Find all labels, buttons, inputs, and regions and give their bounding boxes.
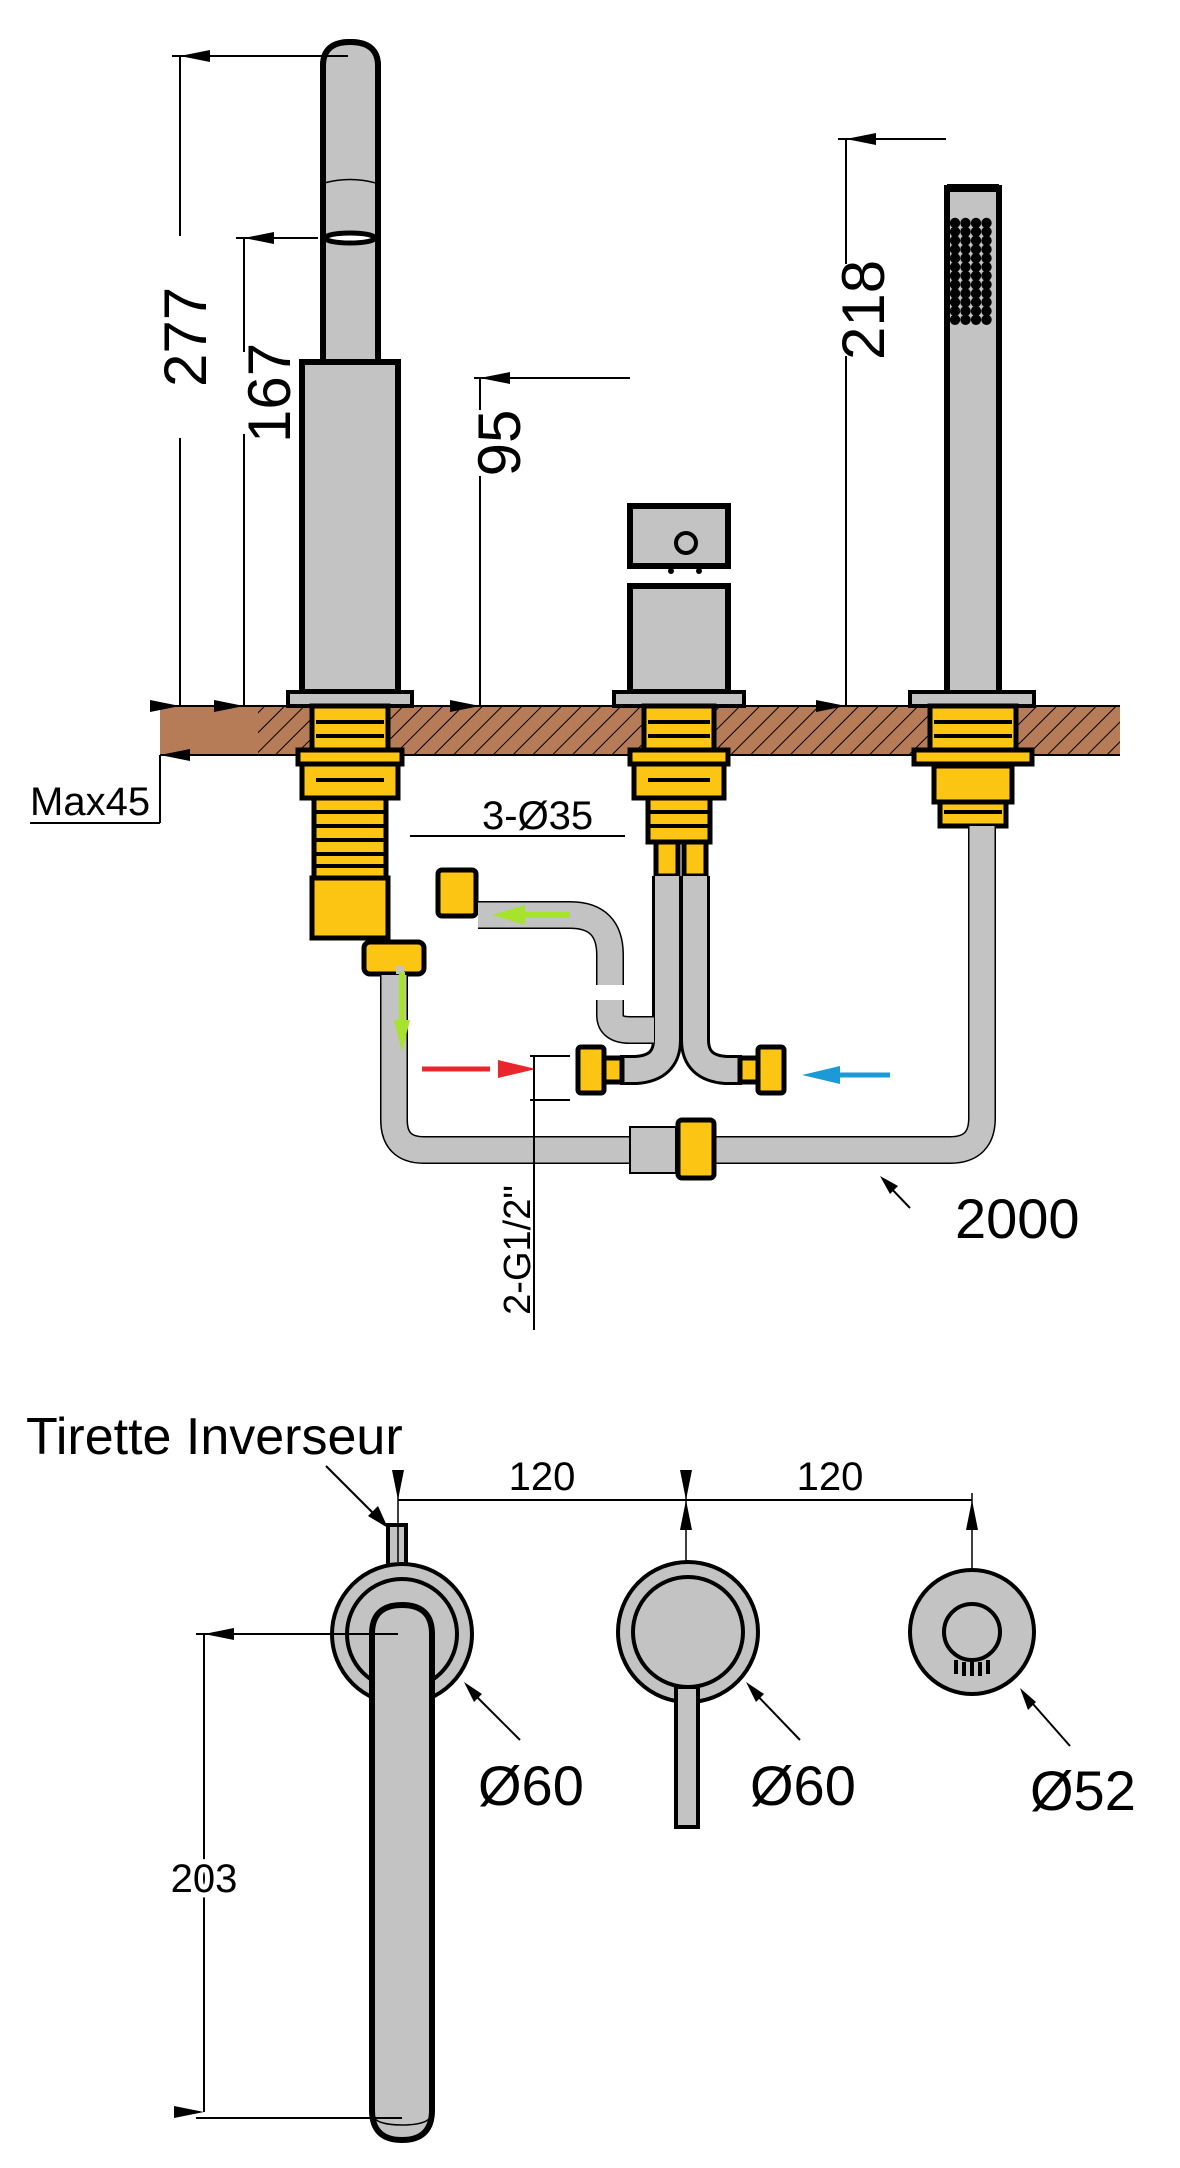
- mixer-indicator-icon: [674, 531, 698, 555]
- spray-nozzle: [960, 226, 971, 237]
- spout-rosette: [330, 1523, 474, 2144]
- side-dimensions: 277 167 95 218 Max45 3-Ø35 2-G1/2" 2000: [30, 49, 1080, 1330]
- spray-nozzle: [970, 261, 982, 273]
- spray-nozzle: [949, 314, 961, 325]
- mixer-assembly: [575, 503, 787, 1096]
- spray-nozzle: [970, 235, 982, 246]
- spray-nozzle: [960, 314, 971, 325]
- dim-connection: 2-G1/2": [497, 1185, 539, 1315]
- spray-nozzle: [970, 297, 982, 308]
- spray-nozzle: [949, 305, 961, 317]
- spray-nozzle: [949, 279, 961, 290]
- spray-nozzle: [981, 235, 992, 246]
- dim-handshower-height: 218: [830, 260, 897, 360]
- spray-nozzle: [960, 270, 971, 281]
- spray-nozzle: [949, 253, 961, 264]
- spray-nozzle: [960, 217, 971, 229]
- dim-spacing-left: 120: [509, 1455, 576, 1499]
- dim-spout-outlet-height: 167: [236, 343, 303, 443]
- spray-nozzle: [949, 226, 961, 237]
- spray-nozzle: [981, 270, 992, 281]
- spray-nozzle: [981, 279, 992, 290]
- spray-nozzle: [960, 279, 971, 290]
- top-dimensions: Tirette Inverseur 120 120 203 Ø60 Ø60 Ø5…: [26, 1408, 1136, 2119]
- spray-nozzle: [970, 305, 982, 317]
- spout-outlet: [322, 230, 378, 246]
- spray-nozzle: [960, 253, 971, 264]
- spray-nozzle: [960, 297, 971, 308]
- spray-nozzle: [981, 314, 992, 325]
- spray-nozzle: [949, 261, 961, 273]
- spray-nozzle: [970, 244, 982, 255]
- spray-nozzle: [960, 235, 971, 246]
- side-view: 277 167 95 218 Max45 3-Ø35 2-G1/2" 2000: [30, 38, 1120, 1330]
- hose-routing: [380, 826, 996, 1181]
- spray-nozzle: [970, 314, 982, 325]
- spray-nozzle: [981, 297, 992, 308]
- spray-nozzle: [970, 217, 982, 229]
- spray-nozzle: [960, 288, 971, 299]
- spray-nozzle: [949, 270, 961, 281]
- top-view: Tirette Inverseur 120 120 203 Ø60 Ø60 Ø5…: [26, 1408, 1136, 2144]
- spray-nozzle: [949, 244, 961, 255]
- spray-nozzle: [981, 217, 992, 229]
- dim-hose-length: 2000: [955, 1187, 1080, 1250]
- spray-nozzle: [981, 226, 992, 237]
- spray-nozzle: [960, 244, 971, 255]
- handshower-rosette: [908, 1568, 1036, 1696]
- spray-nozzle: [970, 226, 982, 237]
- spray-nozzle: [981, 288, 992, 299]
- spray-nozzle: [949, 288, 961, 299]
- dim-hole-diameter: 3-Ø35: [482, 794, 593, 838]
- spray-nozzle: [981, 305, 992, 317]
- spray-nozzle: [960, 261, 971, 273]
- dim-spout-projection: 203: [171, 1857, 238, 1901]
- spray-nozzle: [981, 261, 992, 273]
- spray-nozzle: [970, 288, 982, 299]
- handshower-assembly: [908, 184, 1036, 829]
- dim-mixer-height: 95: [466, 410, 533, 477]
- dim-handshower-rosette: Ø52: [1030, 1759, 1136, 1822]
- spray-nozzle: [970, 253, 982, 264]
- diverter-label: Tirette Inverseur: [26, 1408, 403, 1466]
- spray-nozzle: [981, 244, 992, 255]
- spray-nozzle: [970, 270, 982, 281]
- dim-spout-rosette: Ø60: [478, 1754, 584, 1817]
- mixer-rosette: [616, 1560, 760, 1829]
- dim-deck-thickness: Max45: [30, 780, 150, 824]
- spray-nozzle: [949, 297, 961, 308]
- spray-nozzle: [949, 235, 961, 246]
- dim-spout-height: 277: [152, 287, 219, 387]
- spray-nozzle: [960, 305, 971, 317]
- spout-assembly: [286, 38, 479, 977]
- spray-nozzles-icon: [949, 217, 992, 325]
- dim-spacing-right: 120: [797, 1455, 864, 1499]
- dim-mixer-rosette: Ø60: [750, 1754, 856, 1817]
- spray-nozzle: [949, 217, 961, 229]
- spray-nozzle: [970, 279, 982, 290]
- spray-nozzle: [981, 253, 992, 264]
